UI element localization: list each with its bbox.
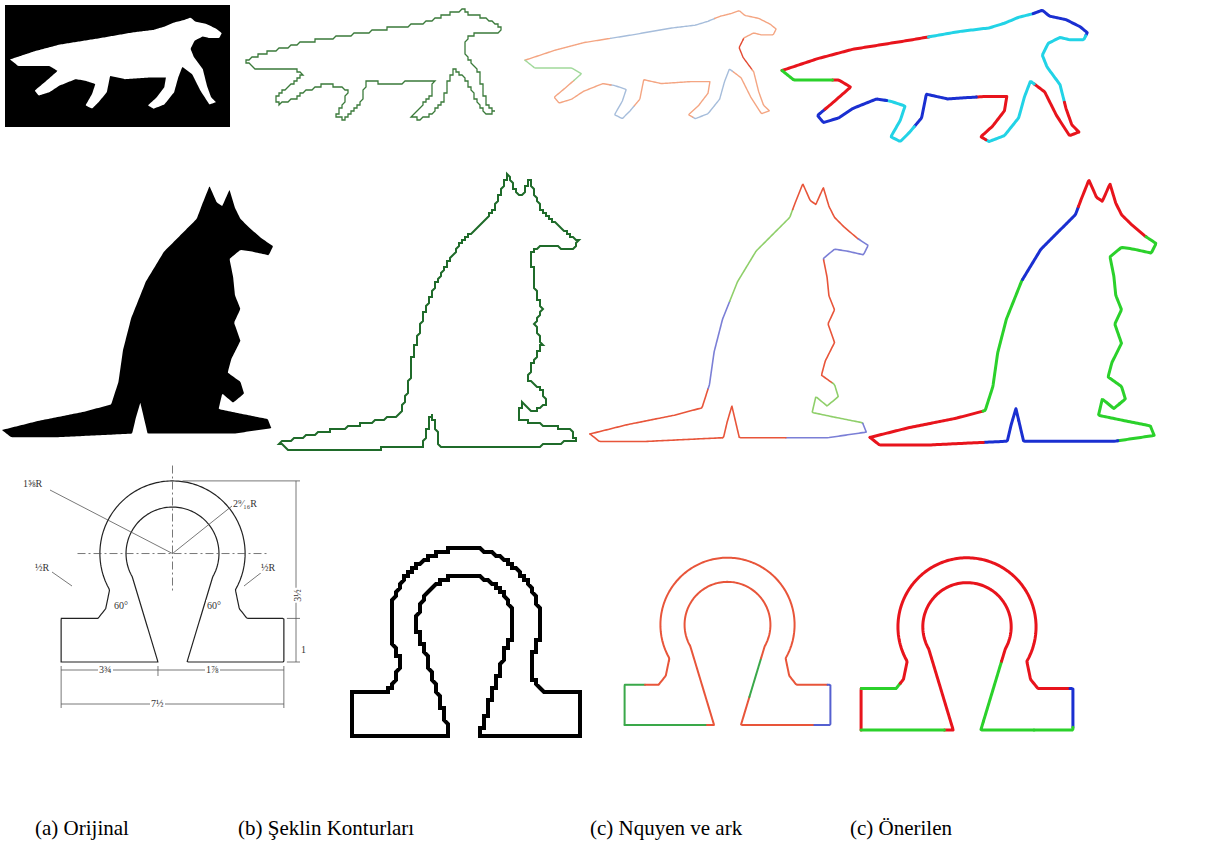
- contour-segment: [1033, 10, 1087, 35]
- contour-segment: [983, 409, 1018, 443]
- shape-silhouette: [2, 187, 273, 438]
- contour-segment: [822, 260, 835, 383]
- center-line: [172, 466, 173, 594]
- dimension-label: 1⅝R: [22, 478, 43, 489]
- contour-segment: [782, 37, 930, 71]
- contour-segment: [825, 80, 850, 109]
- contour-segment: [860, 689, 863, 730]
- contour-segment: [741, 697, 813, 725]
- contour-segment: [739, 39, 752, 70]
- dimension-label: 3½: [292, 588, 303, 603]
- dimension-label: 2⁹⁄₁₆R: [232, 498, 258, 509]
- extension-line: [287, 618, 300, 619]
- contour-segment: [590, 388, 708, 433]
- contour-segment: [730, 210, 793, 302]
- contour-segment: [986, 82, 1034, 142]
- contour-segment: [610, 85, 634, 119]
- contour-segment: [723, 406, 786, 438]
- dimension-label: ½R: [34, 562, 50, 573]
- leader-line: [173, 506, 233, 554]
- contour-segment: [1070, 689, 1073, 728]
- contour-segment: [818, 99, 887, 122]
- dimension-label: 1: [300, 644, 307, 655]
- contour-segment: [749, 658, 761, 697]
- contour-segment: [914, 94, 976, 126]
- contour-segment: [1034, 727, 1073, 730]
- extension-line: [61, 666, 62, 708]
- dimension-line: [61, 670, 284, 671]
- contour-segment: [693, 69, 733, 118]
- contour-segment: [885, 100, 914, 141]
- shape-contour: [246, 9, 501, 120]
- contour-segment: [645, 661, 669, 685]
- angle-label: 60°: [113, 600, 129, 611]
- extension-line: [287, 662, 300, 663]
- contour-segment: [1019, 420, 1118, 441]
- contour-segment: [861, 729, 944, 732]
- dimension-label: 1⅞: [205, 664, 220, 675]
- contour-segment: [929, 14, 1034, 37]
- contour-segment: [782, 71, 832, 80]
- contour-segment: [634, 80, 710, 117]
- dimension-label: ½R: [260, 562, 276, 573]
- dimension-label: 7½: [150, 698, 165, 709]
- dimension-line: [61, 704, 284, 705]
- contour-segment: [984, 661, 1002, 721]
- contour-segment: [812, 383, 862, 423]
- dimension-line: [296, 481, 297, 662]
- contour-segment: [1108, 237, 1155, 404]
- contour-segment: [870, 437, 983, 445]
- leader-line: [50, 490, 173, 554]
- contour-segment: [732, 70, 769, 114]
- contour-segment: [1023, 207, 1079, 280]
- contour-segment: [1034, 84, 1079, 135]
- contour-segment: [555, 80, 611, 102]
- extension-line: [283, 666, 284, 708]
- panel-caption: (a) Orijinal: [35, 816, 129, 841]
- leader-line: [52, 572, 72, 586]
- shape-contour: [352, 548, 580, 736]
- contour-segment: [1099, 400, 1155, 441]
- contour-segment: [923, 583, 1011, 730]
- contour-segment: [793, 184, 859, 239]
- angle-label: 60°: [206, 600, 222, 611]
- contour-segment: [625, 685, 645, 725]
- extension-line: [157, 666, 158, 676]
- contour-segment: [625, 724, 706, 726]
- contour-segment: [976, 97, 1006, 140]
- contour-segment: [870, 411, 983, 437]
- panel-caption: (c) Nquyen ve ark: [590, 816, 742, 841]
- contour-segment: [611, 18, 715, 38]
- panel-caption: (b) Şeklin Konturları: [238, 816, 414, 841]
- extension-line: [183, 480, 301, 481]
- image-background: [5, 5, 230, 127]
- contour-segment: [983, 279, 1023, 411]
- dimension-label: 3¾: [98, 664, 113, 675]
- shape-silhouette: [10, 18, 222, 109]
- contour-segment: [708, 301, 730, 388]
- contour-segment: [1078, 181, 1146, 237]
- leader-line: [244, 572, 262, 586]
- contour-segment: [715, 11, 776, 40]
- shape-contour: [279, 174, 579, 450]
- contour-segment: [813, 685, 831, 725]
- contour-segment: [525, 38, 611, 60]
- contour-segment: [525, 60, 581, 80]
- contour-segment: [786, 423, 866, 437]
- panel-caption: (c) Önerilen: [850, 816, 952, 841]
- contour-segment: [685, 582, 771, 725]
- contour-segment: [981, 721, 1034, 730]
- contour-segment: [1043, 36, 1086, 102]
- contour-segment: [861, 683, 900, 688]
- contour-segment: [824, 239, 868, 260]
- shape-contour: [61, 481, 284, 662]
- contour-segment: [590, 434, 723, 441]
